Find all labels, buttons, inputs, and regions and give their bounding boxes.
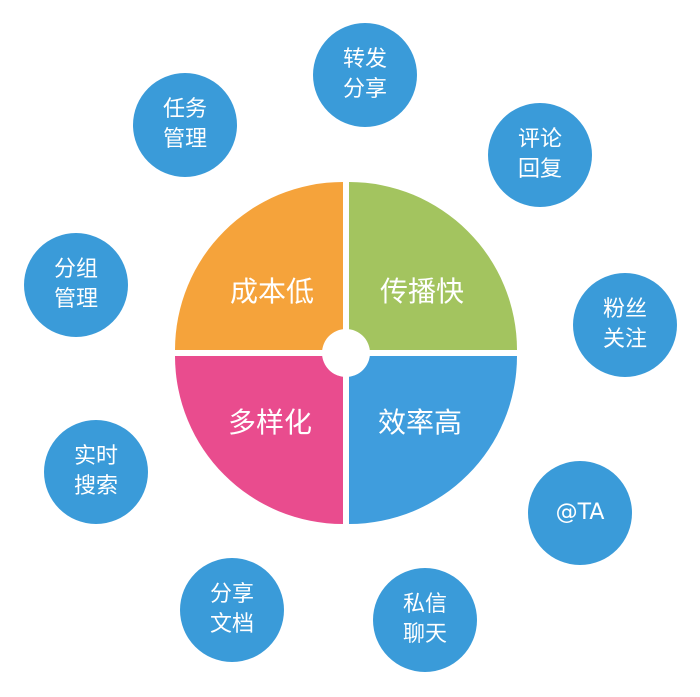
- bubble-label-line: 粉丝: [603, 297, 647, 322]
- bubble-label-line: 管理: [163, 127, 207, 152]
- bubble-circle: [313, 23, 417, 127]
- bubble-circle: [373, 568, 477, 672]
- bubble-circle: [488, 103, 592, 207]
- quadrant-label-diverse: 多样化: [228, 406, 312, 439]
- bubble-circle: [528, 461, 632, 565]
- bubble-label-line: 管理: [54, 287, 98, 312]
- bubble-label-line: 分享: [343, 77, 387, 102]
- quadrant-efficient: [349, 356, 517, 524]
- bubble-label-line: @TA: [556, 500, 605, 525]
- center-hole: [322, 329, 370, 377]
- bubble-circle: [24, 233, 128, 337]
- bubble-label-line: 任务: [163, 97, 207, 122]
- quadrant-cost-low: [175, 182, 343, 350]
- bubble-label-line: 私信: [403, 592, 447, 617]
- quadrant-label-spread-fast: 传播快: [380, 275, 464, 308]
- quadrant-spread-fast: [349, 182, 517, 350]
- quadrant-label-cost-low: 成本低: [230, 275, 314, 308]
- bubble-label-line: 分组: [54, 257, 98, 282]
- bubble-circle: [180, 558, 284, 662]
- quadrant-diverse: [175, 356, 343, 524]
- bubble-at-ta: @TA: [528, 461, 632, 565]
- bubble-label-line: 关注: [603, 327, 647, 352]
- bubble-label-line: 转发: [343, 47, 387, 72]
- bubble-circle: [133, 73, 237, 177]
- bubble-label-line: 聊天: [403, 622, 447, 647]
- center-pie: 成本低 传播快 多样化 效率高: [175, 182, 517, 524]
- bubble-circle: [44, 420, 148, 524]
- bubble-label-line: 分享: [210, 582, 254, 607]
- bubble-label-line: 实时: [74, 444, 118, 469]
- quadrant-label-efficient: 效率高: [378, 406, 462, 439]
- bubble-circle: [573, 273, 677, 377]
- bubble-label-line: 文档: [210, 612, 254, 637]
- bubble-label-line: 回复: [518, 157, 562, 182]
- bubble-label-line: 评论: [518, 127, 562, 152]
- bubble-label-line: 搜索: [74, 474, 118, 499]
